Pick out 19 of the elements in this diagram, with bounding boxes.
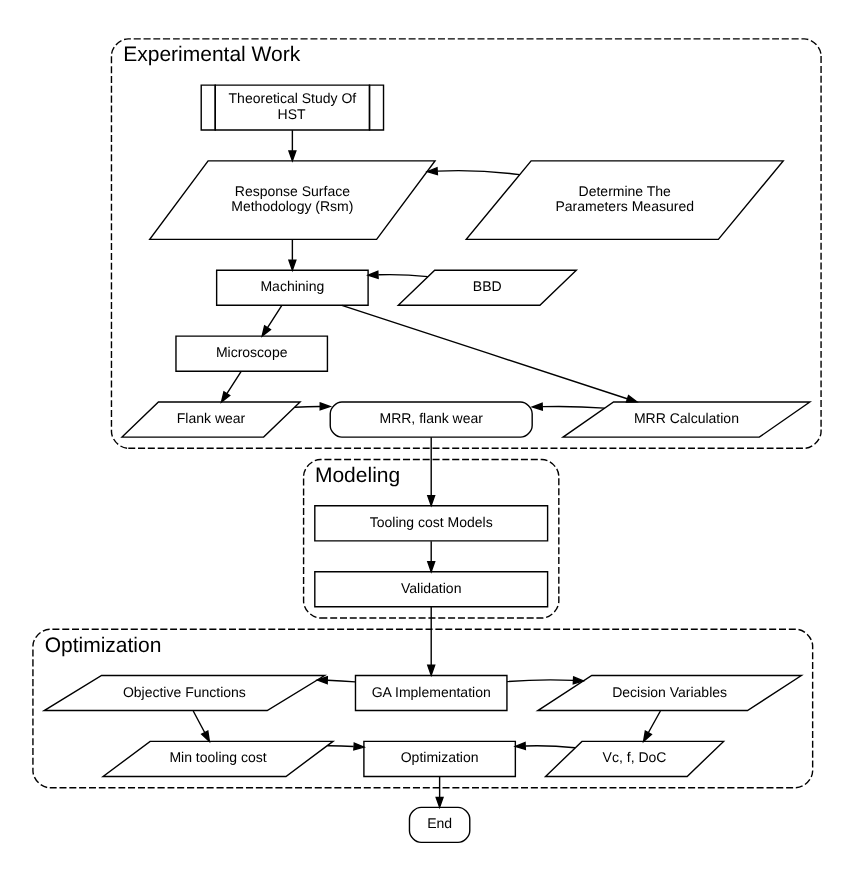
arrow <box>287 129 297 163</box>
arrow <box>326 742 366 751</box>
arrow <box>287 238 297 273</box>
arrow <box>294 402 333 411</box>
arrow <box>315 675 356 685</box>
arrow <box>530 402 606 412</box>
arrow <box>192 710 211 744</box>
arrow <box>426 540 436 574</box>
arrow <box>366 270 429 280</box>
arrow <box>506 675 586 685</box>
arrow <box>435 776 445 810</box>
arrow <box>426 436 436 508</box>
arrow <box>261 305 283 338</box>
arrow <box>513 741 576 751</box>
arrow <box>425 166 521 176</box>
arrow <box>220 370 242 404</box>
arrow <box>426 606 436 678</box>
arrow <box>341 304 639 403</box>
arrow <box>642 710 662 744</box>
